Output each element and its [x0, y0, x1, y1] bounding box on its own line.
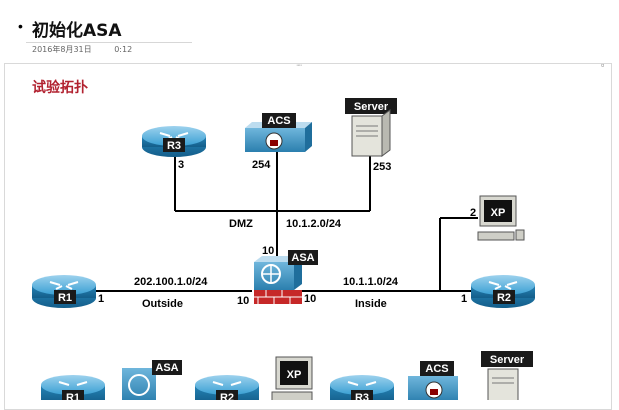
- topology-labels: 3 254 253 2 1 1 10 10 10 DMZ 10.1.2.0/24…: [98, 159, 476, 310]
- port-r1: 1: [98, 293, 104, 305]
- port-xp: 2: [470, 207, 476, 219]
- zone-outside: Outside: [142, 298, 183, 310]
- port-server: 253: [373, 161, 391, 173]
- legend-r3-label: R3: [355, 392, 369, 400]
- acs-device[interactable]: ACS: [245, 113, 312, 152]
- router-r2[interactable]: R2: [471, 275, 535, 308]
- title-divider: [26, 42, 192, 43]
- asa-label: ASA: [291, 252, 314, 264]
- container-close-icon[interactable]: ▫: [601, 60, 605, 70]
- legend-server-label: Server: [490, 354, 525, 366]
- port-acs: 254: [252, 159, 271, 171]
- legend-router-r1: R1: [41, 375, 105, 400]
- router-r1[interactable]: R1: [32, 275, 96, 308]
- bullet-icon: •: [18, 18, 23, 34]
- topology-diagram: R3 ACS Server XP R1: [32, 98, 535, 400]
- xp-label: XP: [491, 207, 506, 219]
- router-r3[interactable]: R3: [142, 126, 206, 157]
- zone-outside-network: 202.100.1.0/24: [134, 276, 208, 288]
- port-r2: 1: [461, 293, 467, 305]
- legend-r2-label: R2: [220, 392, 234, 400]
- zone-dmz-network: 10.1.2.0/24: [286, 218, 342, 230]
- server-label: Server: [354, 101, 389, 113]
- router-r1-label: R1: [58, 292, 72, 304]
- server-device[interactable]: Server: [345, 98, 397, 157]
- section-title: 试验拓扑: [32, 80, 88, 96]
- port-asa-dmz: 10: [262, 245, 274, 257]
- page-time: 0:12: [114, 45, 133, 54]
- xp-pc[interactable]: XP: [477, 195, 525, 241]
- legend-asa: ASA: [122, 360, 182, 400]
- zone-inside: Inside: [355, 298, 387, 310]
- links: [95, 150, 478, 292]
- page-meta: 2016年8月31日 0:12: [32, 44, 152, 55]
- router-r3-label: R3: [167, 140, 181, 152]
- zone-inside-network: 10.1.1.0/24: [343, 276, 399, 288]
- legend-router-r2: R2: [195, 375, 259, 400]
- port-asa-inside: 10: [304, 293, 316, 305]
- acs-label: ACS: [267, 115, 290, 127]
- legend-server: Server: [481, 351, 533, 400]
- legend-acs-label: ACS: [425, 363, 448, 375]
- legend-r1-label: R1: [66, 392, 80, 400]
- device-legend: R1 ASA R2 XP R3: [41, 351, 533, 400]
- legend-xp: XP: [271, 356, 313, 400]
- legend-router-r3: R3: [330, 375, 394, 400]
- page-date: 2016年8月31日: [32, 45, 92, 54]
- legend-acs: ACS: [408, 361, 458, 400]
- legend-asa-label: ASA: [155, 362, 178, 374]
- drag-handle-icon[interactable]: ····: [296, 62, 302, 69]
- zone-dmz: DMZ: [229, 218, 253, 230]
- page-title[interactable]: 初始化ASA: [32, 21, 122, 41]
- legend-xp-label: XP: [287, 369, 302, 381]
- port-asa-outside: 10: [237, 295, 249, 307]
- router-r2-label: R2: [497, 292, 511, 304]
- asa-firewall[interactable]: ASA: [254, 250, 318, 304]
- port-r3: 3: [178, 159, 184, 171]
- note-header: • 初始化ASA 2016年8月31日 0:12: [0, 0, 619, 62]
